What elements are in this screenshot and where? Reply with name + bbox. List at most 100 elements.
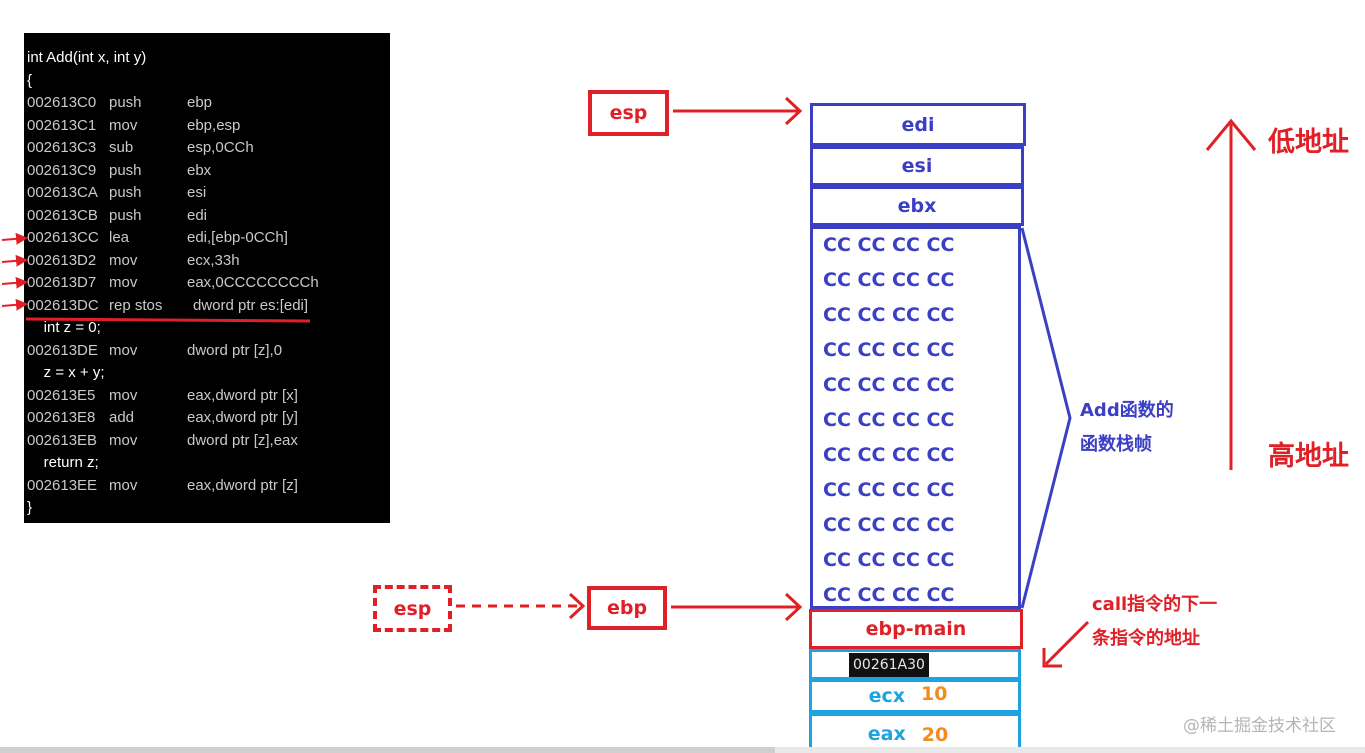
pointer-arrow-rep-stos: [1, 298, 28, 311]
stack-cell-return-address: 00261A30: [809, 649, 1021, 680]
return-address-value: 00261A30: [849, 652, 929, 677]
asm-address: 002613CC: [27, 229, 99, 246]
asm-address: 002613E5: [27, 386, 96, 404]
asm-address: 002613CA: [27, 184, 98, 201]
ebp-to-ebp-main-arrowhead: [784, 592, 803, 622]
scrollbar-thumb[interactable]: [0, 747, 775, 753]
code-annotations: [1, 232, 311, 323]
cc-fill-row: CC CC CC CC: [823, 549, 955, 571]
stack-cell-esi: esi: [810, 146, 1024, 186]
watermark: @稀土掘金技术社区: [1183, 716, 1336, 736]
asm-operands: ebp,esp: [187, 116, 241, 134]
asm-line: 002613CA push esi: [27, 182, 206, 204]
call-note-line1: call指令的下一: [1092, 594, 1218, 615]
asm-mnemonic: lea: [109, 229, 130, 246]
source-line: int Add(int x, int y): [27, 49, 147, 66]
asm-operands: edi: [187, 206, 208, 224]
asm-line: 002613EE mov eax,dword ptr [z]: [27, 475, 298, 497]
asm-operands: dword ptr [z],eax: [187, 431, 298, 449]
asm-mnemonic: sub: [109, 139, 134, 156]
cc-fill-row: CC CC CC CC: [823, 339, 955, 361]
asm-mnemonic: push: [109, 94, 142, 111]
call-note-arrowhead: [1042, 648, 1062, 668]
dashed-esp-arrowhead: [568, 592, 586, 620]
cc-fill-row: CC CC CC CC: [823, 304, 955, 326]
source-line: {: [27, 71, 33, 89]
asm-address: 002613EE: [27, 476, 98, 494]
asm-line: 002613E5 mov eax,dword ptr [x]: [27, 385, 298, 407]
pointer-arrow-mov-eax: [1, 276, 28, 289]
asm-mnemonic: push: [109, 161, 142, 179]
asm-operands: dword ptr es:[edi]: [193, 296, 309, 314]
source-line: }: [27, 499, 33, 516]
horizontal-scrollbar[interactable]: [0, 747, 1365, 753]
asm-line: 002613CC lea edi,[ebp-0CCh]: [27, 227, 288, 249]
cc-fill-block: CC CC CC CC CC CC CC CC CC CC CC CC CC CC C…: [810, 226, 1021, 609]
eax-value: 20: [921, 723, 949, 746]
asm-address: 002613CB: [27, 206, 98, 224]
asm-address: 002613EB: [27, 431, 98, 449]
stack-cell-ebx: ebx: [810, 186, 1024, 226]
rep-stos-underline: [25, 317, 311, 323]
asm-line: 002613D7 mov eax,0CCCCCCCCh: [27, 272, 319, 294]
frame-brace: [1020, 227, 1072, 609]
call-note-line2: 条指令的地址: [1092, 628, 1200, 649]
frame-note-line2: 函数栈帧: [1080, 434, 1152, 455]
low-address-label: 低地址: [1268, 127, 1349, 158]
asm-mnemonic: mov: [109, 274, 138, 291]
cc-fill-row: CC CC CC CC: [823, 514, 955, 536]
asm-operands: eax,dword ptr [z]: [187, 476, 298, 494]
asm-mnemonic: add: [109, 409, 135, 426]
esp-label-dashed: esp: [373, 585, 452, 632]
stack-cell-edi: edi: [810, 103, 1026, 146]
ecx-value: 10: [920, 683, 948, 705]
asm-operands: ebp: [187, 94, 213, 111]
source-line: z = x + y;: [27, 364, 105, 381]
asm-operands: edi,[ebp-0CCh]: [187, 229, 288, 246]
esp-label-top: esp: [588, 90, 669, 136]
call-note-arrow: [1044, 620, 1090, 666]
asm-mnemonic: mov: [109, 431, 138, 449]
asm-mnemonic: push: [109, 184, 142, 201]
asm-mnemonic: mov: [109, 341, 138, 359]
asm-mnemonic: rep stos: [109, 296, 163, 314]
ebp-label: ebp: [587, 586, 667, 630]
asm-address: 002613D2: [27, 251, 97, 269]
stack-cell-ebp-main: ebp-main: [809, 609, 1023, 649]
cc-fill-row: CC CC CC CC: [823, 269, 955, 291]
asm-operands: eax,dword ptr [y]: [187, 409, 298, 426]
asm-line: 002613EB mov dword ptr [z],eax: [27, 430, 298, 452]
cc-fill-row: CC CC CC CC: [823, 409, 955, 431]
source-line: return z;: [27, 454, 99, 471]
high-address-label: 高地址: [1268, 441, 1349, 472]
asm-address: 002613C0: [27, 94, 97, 111]
stack-cell-eax: eax 20: [809, 713, 1021, 753]
asm-address: 002613DC: [27, 296, 99, 314]
esp-to-edi-arrowhead: [784, 96, 803, 126]
asm-operands: ecx,33h: [187, 251, 240, 269]
asm-line: 002613C0 push ebp: [27, 92, 212, 114]
cc-fill-row: CC CC CC CC: [823, 374, 955, 396]
stack-cell-ecx: ecx 10: [809, 679, 1021, 713]
asm-address: 002613D7: [27, 274, 97, 291]
asm-mnemonic: mov: [109, 476, 138, 494]
asm-operands: eax,0CCCCCCCCh: [187, 274, 319, 291]
address-direction-arrowhead: [1205, 118, 1257, 151]
asm-operands: dword ptr [z],0: [187, 341, 283, 359]
pointer-arrow-lea: [1, 232, 28, 245]
ecx-label: ecx: [868, 685, 905, 707]
pointer-arrow-mov-ecx: [1, 254, 28, 267]
asm-address: 002613C9: [27, 161, 97, 179]
asm-mnemonic: mov: [109, 386, 138, 404]
asm-address: 002613DE: [27, 341, 98, 359]
asm-operands: esi: [187, 184, 207, 201]
asm-line: 002613DC rep stos dword ptr es:[edi]: [27, 295, 308, 317]
asm-operands: esp,0CCh: [187, 139, 254, 156]
asm-operands: eax,dword ptr [x]: [187, 386, 298, 404]
